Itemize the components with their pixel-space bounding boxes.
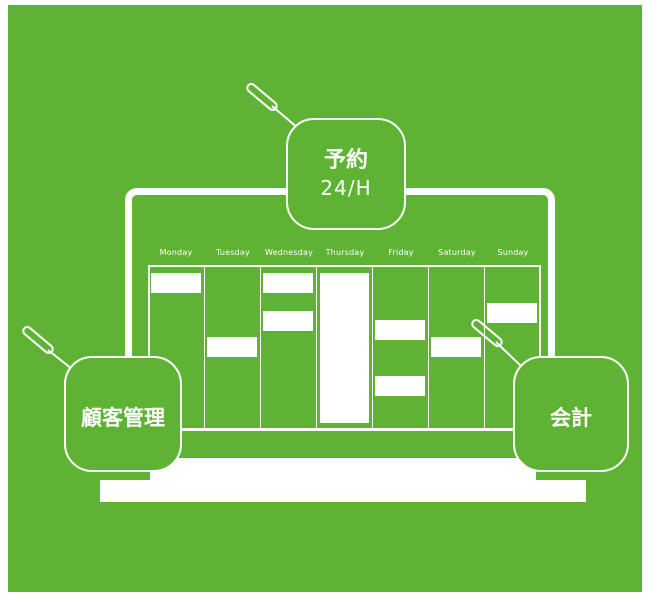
accounting-callout: 会計 <box>513 356 629 472</box>
day-label-saturday: Saturday <box>438 248 476 257</box>
day-label-tuesday: Tuesday <box>216 248 250 257</box>
day-label-monday: Monday <box>159 248 193 257</box>
calendar-event-monday <box>151 273 201 293</box>
calendar-column-divider <box>372 265 373 430</box>
calendar-column-divider <box>316 265 317 430</box>
calendar-event-thursday <box>320 273 369 423</box>
booking-callout-title: 予約 <box>323 148 368 173</box>
day-label-wednesday: Wednesday <box>264 248 314 257</box>
day-label-friday: Friday <box>388 248 414 257</box>
laptop-base <box>100 480 586 502</box>
booking-callout: 予約 24/H <box>286 118 406 230</box>
calendar-event-friday <box>375 376 425 396</box>
frame-edge <box>642 0 650 600</box>
accounting-label: 会計 <box>550 406 592 430</box>
pin-head-icon <box>471 319 503 347</box>
pin-head-icon <box>246 83 278 111</box>
calendar-grid <box>148 265 541 430</box>
frame-edge <box>0 0 8 600</box>
calendar-event-friday <box>375 320 425 340</box>
day-label-sunday: Sunday <box>497 248 529 257</box>
calendar-event-wednesday <box>263 311 313 331</box>
frame-edge <box>0 0 650 5</box>
calendar-column-divider <box>204 265 205 430</box>
calendar-event-tuesday <box>207 337 257 357</box>
calendar-top-border <box>148 265 541 267</box>
booking-callout-subtitle: 24/H <box>320 176 372 200</box>
calendar-column-divider <box>428 265 429 430</box>
customer-management-callout: 顧客管理 <box>64 356 182 472</box>
calendar-column-divider <box>260 265 261 430</box>
calendar-event-saturday <box>431 337 481 357</box>
calendar-column-divider <box>484 265 485 430</box>
laptop-keyboard-deck <box>150 458 536 480</box>
calendar-event-wednesday <box>263 273 313 293</box>
customer-management-label: 顧客管理 <box>81 406 165 430</box>
day-label-thursday: Thursday <box>325 248 365 257</box>
frame-edge <box>0 592 650 600</box>
pin-head-icon <box>22 326 54 354</box>
calendar-event-sunday <box>487 303 537 323</box>
calendar-bottom-border <box>148 428 541 431</box>
